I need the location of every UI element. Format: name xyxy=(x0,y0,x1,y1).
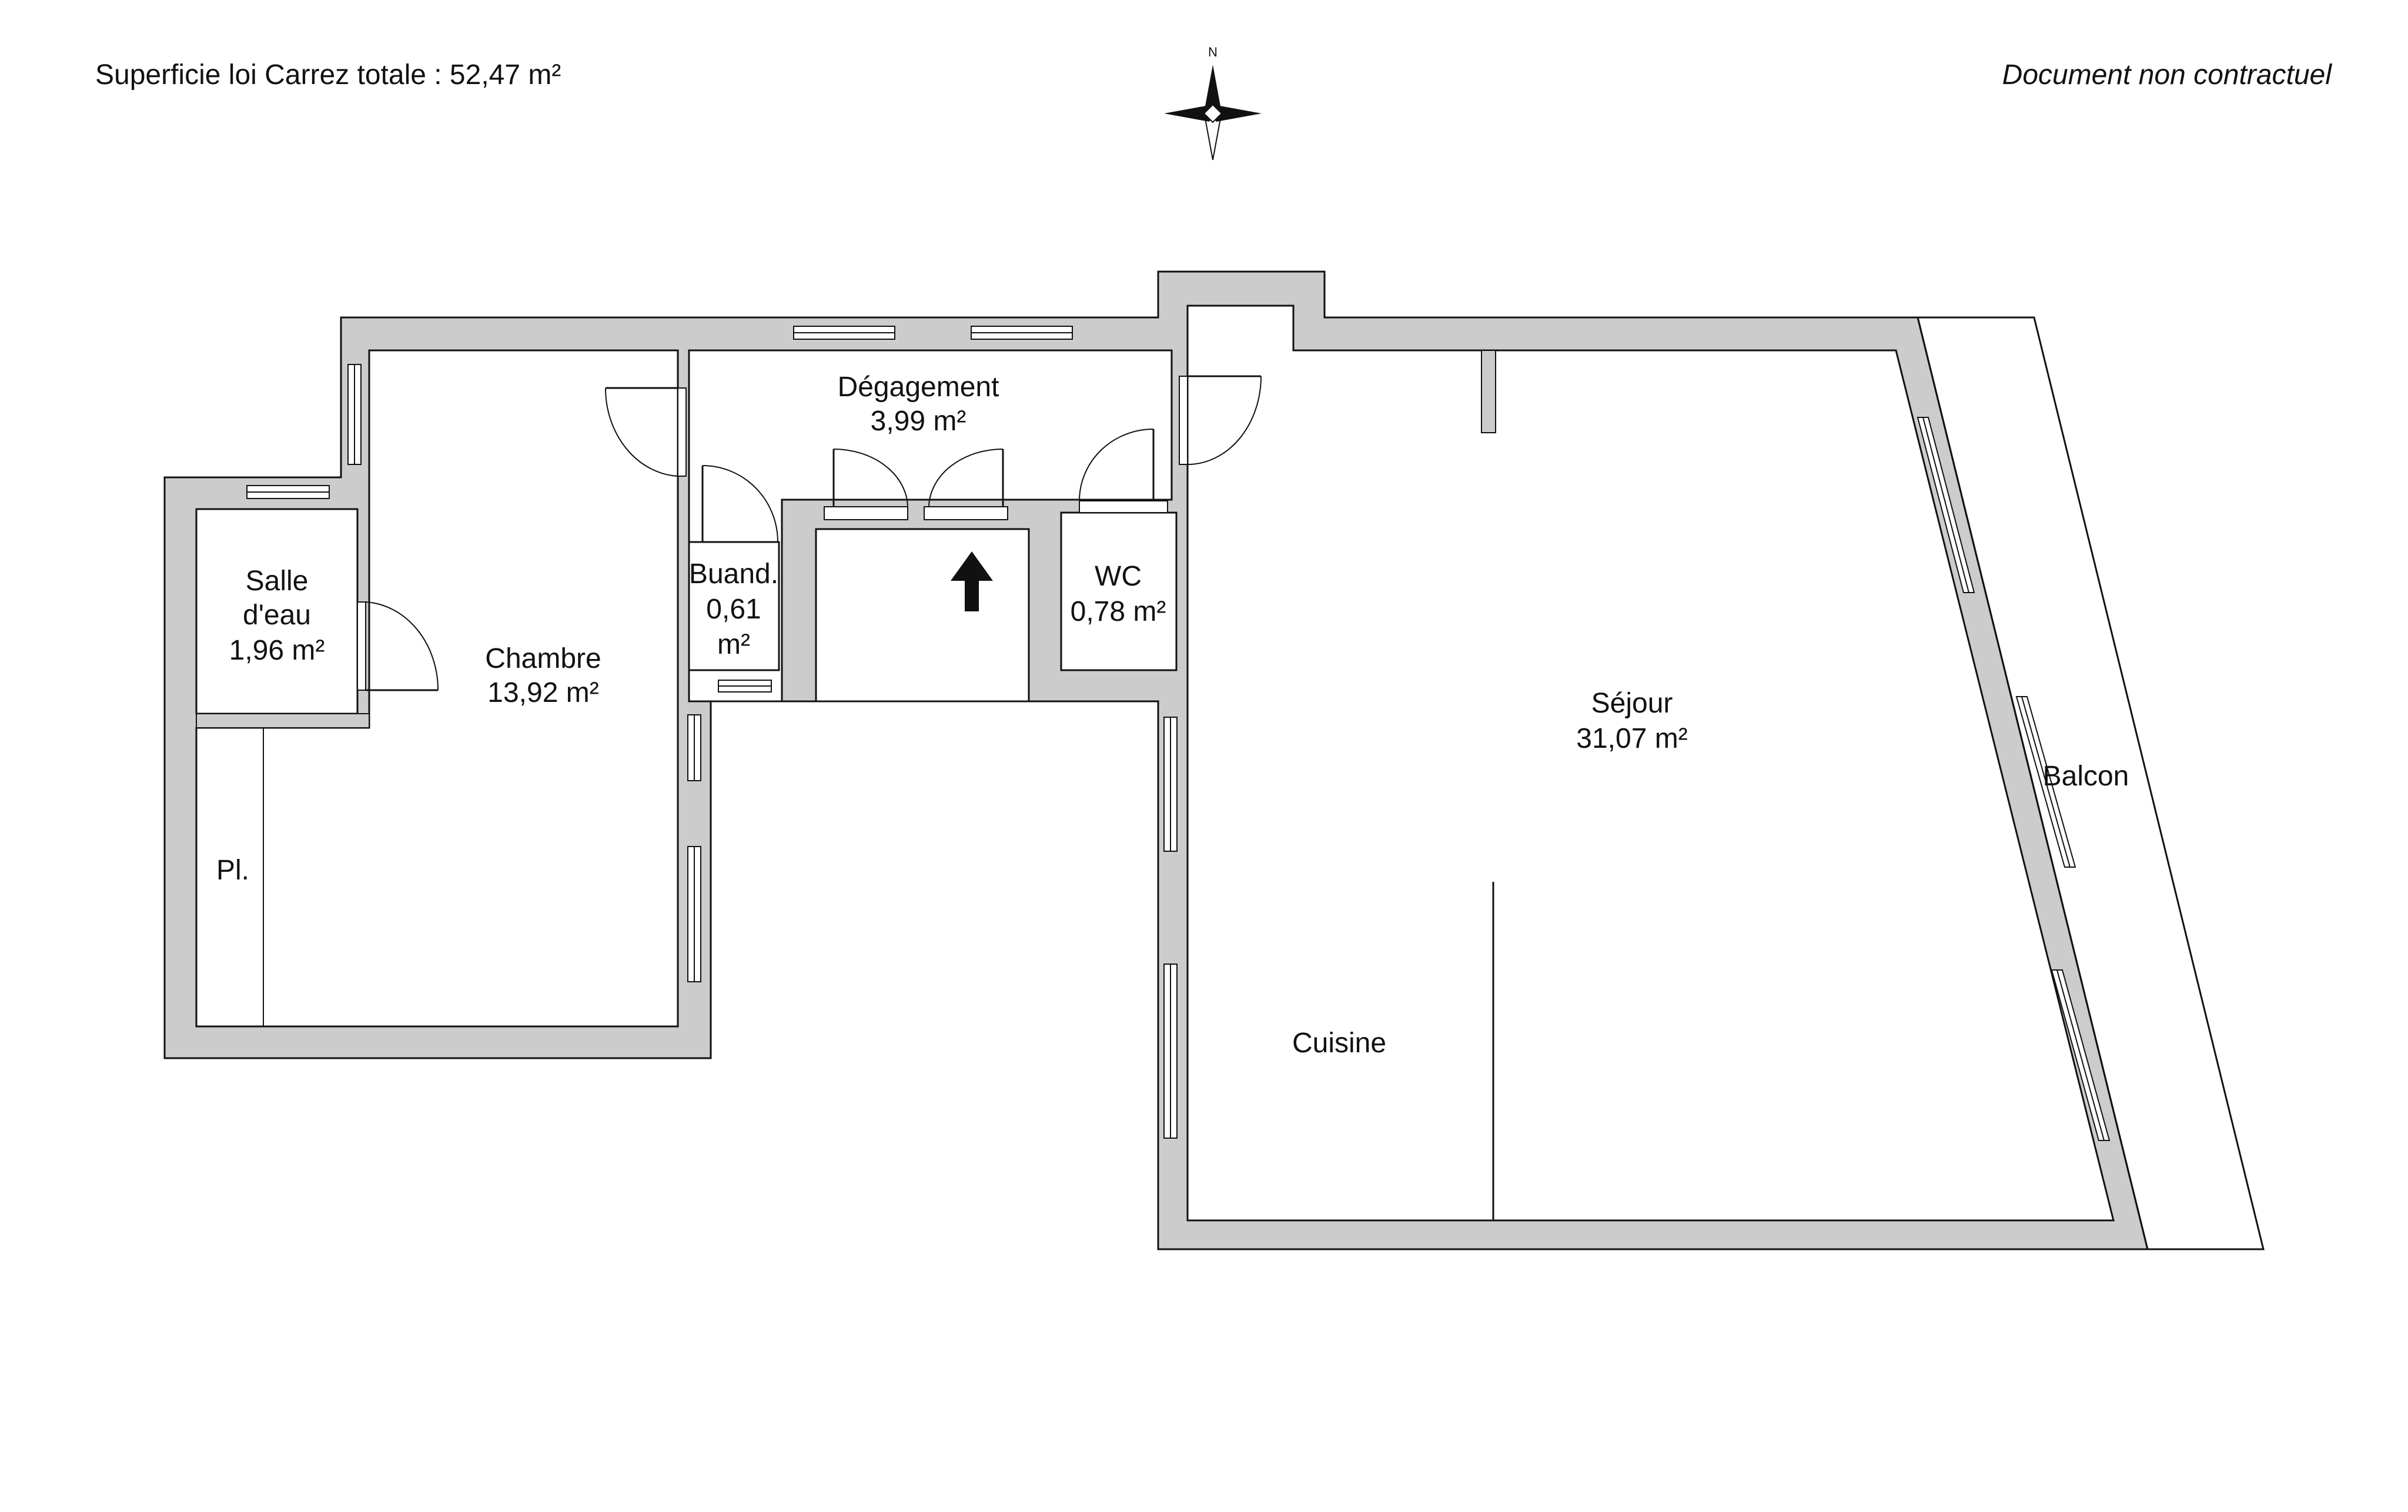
sejour-label: Séjour xyxy=(1591,688,1673,719)
balcon-label: Balcon xyxy=(2043,761,2129,792)
windows xyxy=(246,326,2111,1141)
entrance-arrow-icon xyxy=(951,551,993,611)
placard-label: Pl. xyxy=(216,855,249,886)
degagement-label: Dégagement xyxy=(838,372,999,403)
total-area-text: Superficie loi Carrez totale : 52,47 m² xyxy=(95,59,561,91)
disclaimer-text: Document non contractuel xyxy=(2002,59,2332,91)
chambre-area: 13,92 m² xyxy=(487,677,598,708)
buanderie-area-line1: 0,61 xyxy=(706,594,761,625)
salle-eau-label-line2: d'eau xyxy=(243,600,311,631)
room-labels: Salle d'eau 1,96 m² Chambre 13,92 m² Dég… xyxy=(216,372,2129,1059)
wc-area: 0,78 m² xyxy=(1071,596,1166,627)
room-interiors xyxy=(195,305,2115,1222)
partitions xyxy=(196,350,1496,1220)
buanderie-label: Buand. xyxy=(689,558,778,590)
degagement-area: 3,99 m² xyxy=(871,406,966,437)
cuisine-label: Cuisine xyxy=(1292,1028,1386,1059)
compass-icon: N xyxy=(1164,45,1262,160)
salle-eau-label-line1: Salle xyxy=(246,566,309,597)
compass-north-label: N xyxy=(1208,45,1218,59)
sejour-area: 31,07 m² xyxy=(1576,723,1687,754)
buanderie-area-line2: m² xyxy=(717,629,750,660)
chambre-label: Chambre xyxy=(485,643,601,674)
salle-eau-area: 1,96 m² xyxy=(229,635,325,666)
wc-label: WC xyxy=(1095,561,1142,592)
doors xyxy=(357,375,1262,691)
